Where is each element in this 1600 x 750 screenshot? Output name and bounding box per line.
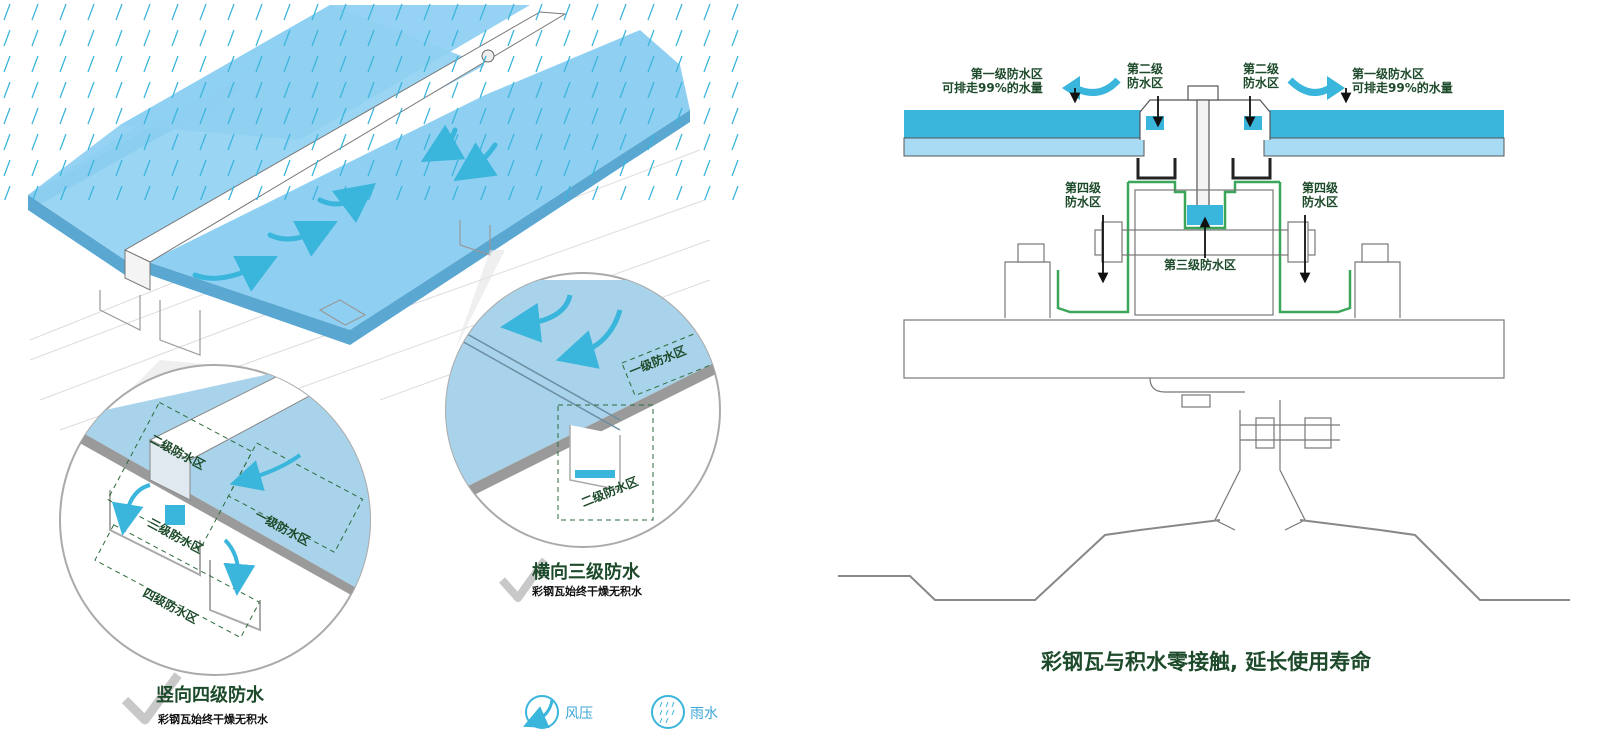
horizontal-title: 横向三级防水 bbox=[532, 562, 640, 583]
zone4-right-line2: 防水区 bbox=[1302, 194, 1339, 209]
rain-icon bbox=[651, 695, 685, 729]
zone1-left-label: 第一级防水区 可排走99%的水量 bbox=[942, 67, 1043, 96]
vertical-detail-circle bbox=[59, 364, 371, 676]
zone4-left-line1: 第四级 bbox=[1065, 181, 1102, 195]
vertical-subtitle: 彩钢瓦始终干燥无积水 bbox=[158, 713, 268, 726]
mounting-brackets bbox=[99, 220, 491, 356]
vertical-title: 竖向四级防水 bbox=[156, 685, 264, 706]
horizontal-detail-circle bbox=[445, 272, 721, 548]
zone1-right-line2: 可排走99%的水量 bbox=[1352, 80, 1453, 95]
zone1-right-line1: 第一级防水区 bbox=[1352, 67, 1425, 81]
zone3-label: 第三级防水区 bbox=[1164, 258, 1237, 272]
rail-profile bbox=[1136, 158, 1272, 180]
zone2-left-line1: 第二级 bbox=[1127, 62, 1164, 76]
zone1-left-line2: 可排走99%的水量 bbox=[942, 80, 1043, 95]
callout-shade-horizontal bbox=[455, 250, 505, 350]
top-clamp bbox=[1139, 85, 1271, 221]
zone3-water bbox=[1187, 205, 1223, 225]
bottom-caption: 彩钢瓦与积水零接触, 延长使用寿命 bbox=[1041, 650, 1372, 674]
isometric-roof-diagram bbox=[0, 0, 740, 729]
glass-panel-left bbox=[903, 110, 1145, 157]
zone1-right-label: 第一级防水区 可排走99%的水量 bbox=[1352, 67, 1453, 96]
wind-pressure-icon bbox=[523, 695, 559, 729]
zone2-right-line2: 防水区 bbox=[1243, 75, 1280, 90]
check-icon-horizontal bbox=[499, 557, 549, 602]
purlin-beam bbox=[903, 319, 1505, 379]
zone2-water-left bbox=[1146, 116, 1164, 130]
zone4-right-label: 第四级 防水区 bbox=[1302, 181, 1339, 210]
steel-roof-profile bbox=[838, 519, 1570, 601]
zone2-right-line1: 第二级 bbox=[1243, 62, 1280, 76]
legend-wind-label: 风压 bbox=[565, 706, 593, 722]
glass-panel-right bbox=[1263, 110, 1505, 157]
zone1-left-line1: 第一级防水区 bbox=[970, 67, 1043, 81]
rain-pattern bbox=[0, 0, 740, 200]
legend-rain-label: 雨水 bbox=[690, 706, 718, 722]
water-flow-arrows-section bbox=[1062, 76, 1345, 100]
zone2-left-line2: 防水区 bbox=[1127, 75, 1164, 90]
roof-clip bbox=[1149, 377, 1340, 531]
zone4-right-line1: 第四级 bbox=[1302, 181, 1339, 195]
zone4-left-line2: 防水区 bbox=[1065, 194, 1102, 209]
horizontal-subtitle: 彩钢瓦始终干燥无积水 bbox=[532, 585, 642, 598]
zone4-left-label: 第四级 防水区 bbox=[1065, 181, 1102, 210]
water-flow-arrows bbox=[192, 124, 498, 292]
zone2-water-right bbox=[1244, 116, 1262, 130]
zone2-right-label: 第二级 防水区 bbox=[1243, 62, 1280, 91]
check-icon-vertical bbox=[121, 672, 182, 725]
zone2-left-label: 第二级 防水区 bbox=[1127, 62, 1164, 91]
